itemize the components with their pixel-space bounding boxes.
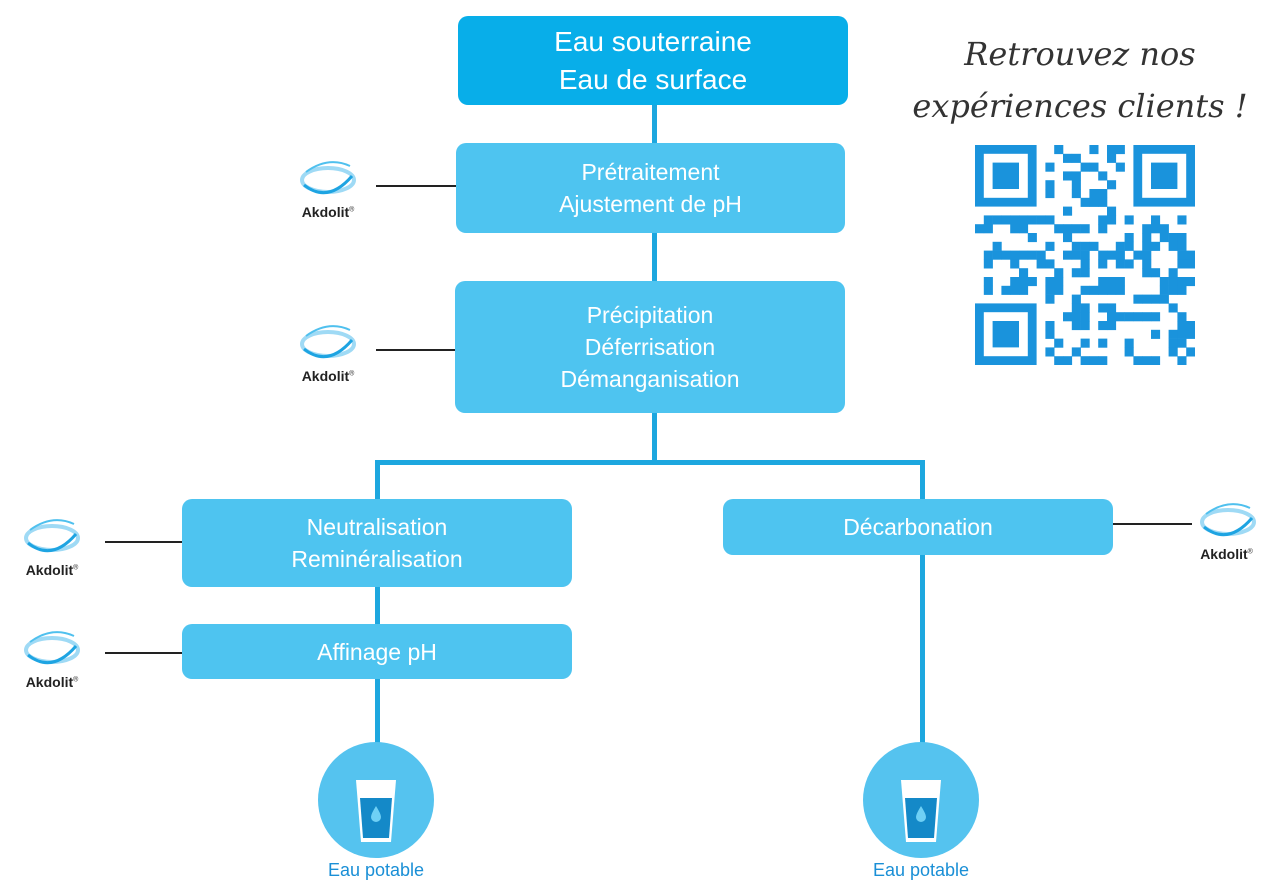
- connector-line: [375, 678, 380, 744]
- source-line-1: Eau souterraine: [554, 25, 752, 57]
- promo-line-1: Retrouvez nos: [964, 35, 1196, 73]
- akdolit-logo: Akdolit®: [288, 314, 368, 394]
- source-box: Eau souterraine Eau de surface: [458, 16, 848, 105]
- connector-line: [375, 460, 925, 465]
- water-glass-icon: [356, 780, 396, 842]
- neutralisation-line-1: Neutralisation: [306, 514, 448, 540]
- qr-code-icon[interactable]: [975, 145, 1195, 365]
- neutralisation-box: Neutralisation Reminéralisation: [182, 499, 572, 587]
- connector-line: [652, 104, 657, 144]
- pretreatment-box: Prétraitement Ajustement de pH: [456, 143, 845, 233]
- akdolit-logo: Akdolit®: [1188, 492, 1265, 572]
- connector-line: [652, 412, 657, 464]
- precipitation-line-2: Déferrisation: [584, 334, 716, 360]
- precipitation-line-3: Démanganisation: [560, 366, 740, 392]
- akdolit-swirl-icon: [24, 519, 80, 553]
- logo-connector-line: [105, 652, 183, 654]
- connector-line: [920, 554, 925, 744]
- drinking-water-label: Eau potable: [872, 860, 970, 880]
- neutralisation-line-2: Reminéralisation: [291, 546, 463, 572]
- connector-line: [375, 460, 380, 500]
- akdolit-brand-text: Akdolit®: [301, 204, 355, 220]
- connector-line: [920, 460, 925, 500]
- connector-line: [652, 232, 657, 282]
- pretreatment-line-1: Prétraitement: [581, 159, 720, 185]
- drinking-water-output: [318, 742, 434, 858]
- refining-line-1: Affinage pH: [317, 638, 437, 665]
- akdolit-swirl-icon: [1200, 503, 1256, 537]
- source-line-2: Eau de surface: [558, 63, 748, 95]
- precipitation-box: Précipitation Déferrisation Démanganisat…: [455, 281, 845, 413]
- akdolit-brand-text: Akdolit®: [1200, 546, 1253, 562]
- connector-line: [375, 586, 380, 626]
- pretreatment-line-2: Ajustement de pH: [559, 191, 742, 217]
- akdolit-logo: Akdolit®: [12, 620, 92, 700]
- akdolit-swirl-icon: [300, 161, 356, 195]
- drinking-water-output: [863, 742, 979, 858]
- logo-connector-line: [1112, 523, 1192, 525]
- decarbonation-box: Décarbonation: [723, 499, 1113, 555]
- customer-experience-promo: Retrouvez nos expériences clients !: [905, 28, 1255, 132]
- akdolit-swirl-icon: [24, 631, 80, 665]
- akdolit-brand-text: Akdolit®: [25, 562, 79, 578]
- refining-box: Affinage pH: [182, 624, 572, 679]
- logo-connector-line: [376, 349, 456, 351]
- decarbonation-line-1: Décarbonation: [843, 514, 993, 540]
- logo-connector-line: [376, 185, 456, 187]
- promo-line-2: expériences clients !: [912, 87, 1248, 125]
- akdolit-brand-text: Akdolit®: [25, 674, 79, 690]
- akdolit-swirl-icon: [300, 325, 356, 359]
- akdolit-logo: Akdolit®: [288, 150, 368, 230]
- logo-connector-line: [105, 541, 183, 543]
- precipitation-line-1: Précipitation: [586, 302, 714, 328]
- drinking-water-label: Eau potable: [327, 860, 425, 880]
- akdolit-logo: Akdolit®: [12, 508, 92, 588]
- water-glass-icon: [901, 780, 941, 842]
- akdolit-brand-text: Akdolit®: [301, 368, 355, 384]
